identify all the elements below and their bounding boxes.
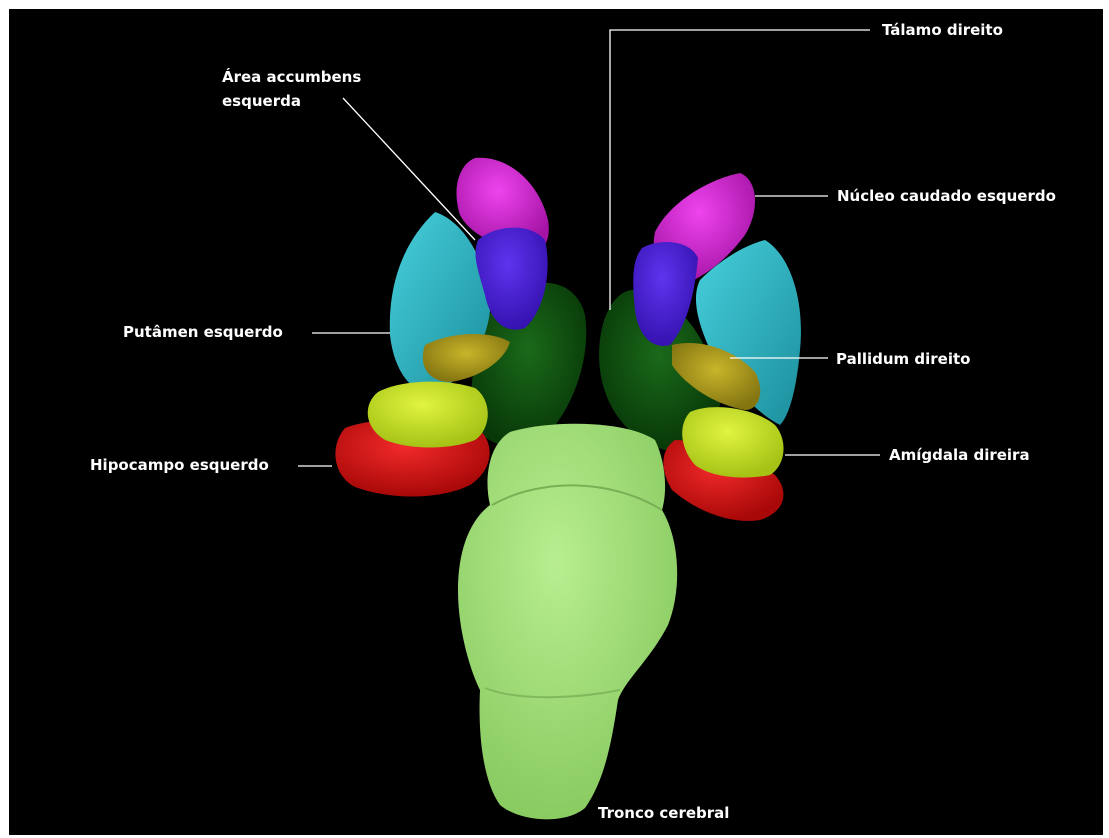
label-nucleo-caudado-esquerdo: Núcleo caudado esquerdo	[837, 187, 1056, 205]
label-tronco-cerebral: Tronco cerebral	[598, 804, 729, 822]
leader-area-accumbens	[343, 98, 475, 240]
label-amigdala-direira: Amígdala direira	[889, 446, 1030, 464]
brain-structures-diagram: Tálamo direito Área accumbens esquerda N…	[9, 9, 1103, 835]
label-area-accumbens-line1: Área accumbens	[222, 67, 361, 86]
label-area-accumbens-line2: esquerda	[222, 92, 301, 110]
brainstem-shape	[458, 424, 677, 820]
label-pallidum-direito: Pallidum direito	[836, 350, 970, 368]
label-hipocampo-esquerdo: Hipocampo esquerdo	[90, 456, 269, 474]
label-talamo-direito: Tálamo direito	[882, 21, 1003, 39]
label-putamen-esquerdo: Putâmen esquerdo	[123, 323, 283, 341]
render-viewport: Tálamo direito Área accumbens esquerda N…	[9, 9, 1103, 835]
amygdala-left-shape	[368, 382, 488, 448]
